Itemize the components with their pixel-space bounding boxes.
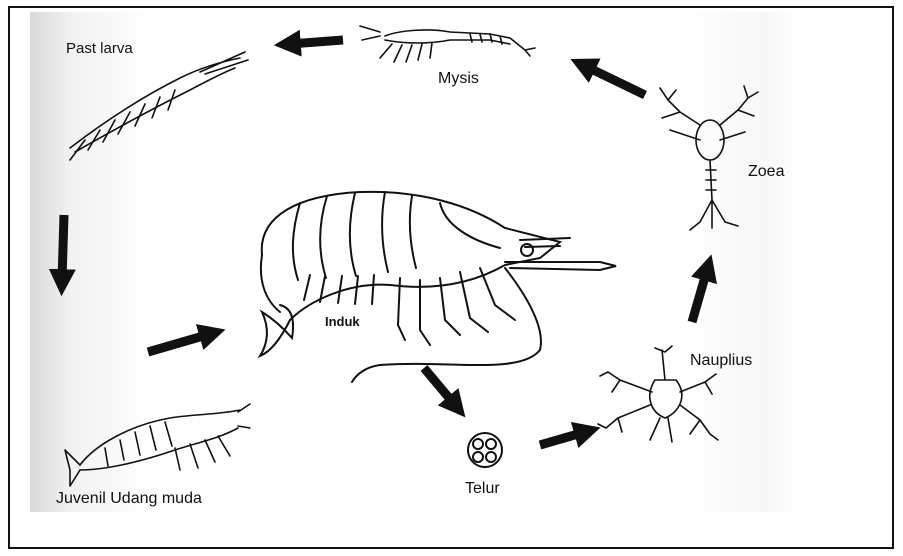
arrow-telur-to-nauplius [540,432,585,445]
label-induk: Induk [325,314,360,329]
arrow-zoea-to-mysis [585,66,645,95]
label-past-larva: Past larva [66,40,133,57]
arrow-juvenile-to-induk [148,334,210,352]
label-nauplius: Nauplius [690,352,752,370]
arrow-induk-to-telur [424,368,455,405]
arrow-nauplius-to-zoea [692,270,707,322]
arrow-mysis-to-postlarva [290,40,343,44]
label-mysis: Mysis [438,70,479,88]
label-zoea: Zoea [748,163,784,181]
juvenile-drawing [65,404,250,486]
zoea-drawing [660,86,758,230]
mysis-drawing [360,26,535,62]
telur-egg-drawing [468,433,502,467]
label-telur: Telur [465,480,500,498]
label-juvenil: Juvenil Udang muda [56,490,202,508]
arrow-postlarva-to-juvenile [62,215,64,280]
postlarva-drawing [70,52,248,160]
induk-shrimp-drawing [260,192,616,382]
